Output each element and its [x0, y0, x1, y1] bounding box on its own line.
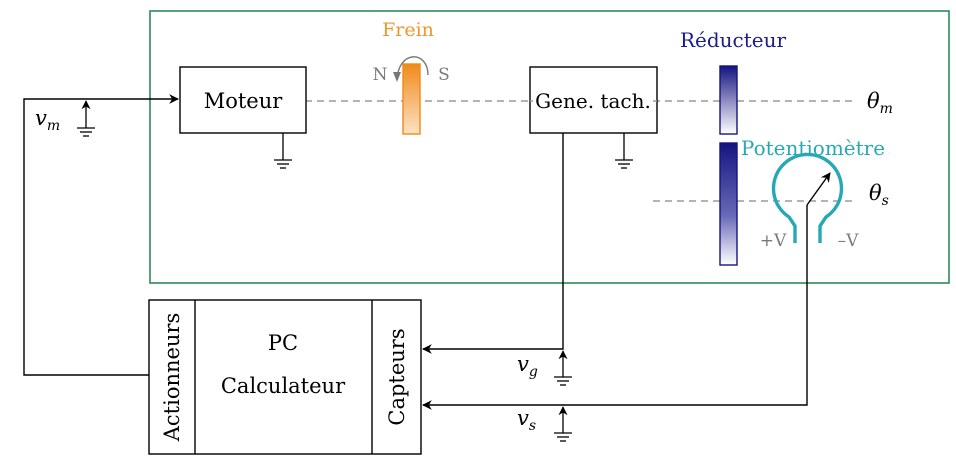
vg-ground-icon — [554, 350, 572, 386]
theta-m-label: θm — [867, 89, 893, 117]
ground-icon — [274, 133, 292, 169]
reducteur-gear-bottom — [719, 142, 738, 266]
vm-label: vm — [35, 106, 60, 134]
moteur-label: Moteur — [204, 89, 284, 113]
vg-wire — [422, 133, 564, 354]
vs-label: vs — [517, 406, 536, 434]
capteurs-label: Capteurs — [385, 328, 409, 425]
pot-plus-v: +V — [760, 231, 787, 251]
theta-s-label: θs — [869, 181, 889, 209]
pot-wiper-arrow — [806, 172, 831, 206]
tach-label: Gene. tach. — [535, 89, 651, 113]
vm-wire — [23, 94, 179, 376]
frein-label: Frein — [382, 19, 434, 41]
frein-disc — [402, 63, 421, 135]
potentiometre-coil — [771, 152, 844, 243]
vg-label: vg — [517, 352, 538, 380]
frein-north: N — [373, 65, 388, 85]
system-frame — [149, 10, 950, 284]
moteur-block — [179, 66, 307, 134]
pot-minus-v: –V — [838, 231, 860, 251]
frein-south: S — [438, 65, 450, 85]
frein-arrow-icon — [393, 72, 401, 82]
frein-magnet-arc — [396, 56, 429, 81]
vs-ground-icon — [554, 406, 572, 442]
ground-icon — [615, 133, 633, 169]
pc-label-line1: PC — [268, 331, 298, 355]
reducteur-gear-top — [719, 65, 738, 135]
actionneurs-label: Actionneurs — [160, 313, 184, 443]
vs-wire — [422, 205, 808, 410]
reducteur-label: Réducteur — [680, 28, 787, 52]
vm-ground-icon — [77, 100, 95, 137]
pc-label-line2: Calculateur — [221, 374, 346, 398]
